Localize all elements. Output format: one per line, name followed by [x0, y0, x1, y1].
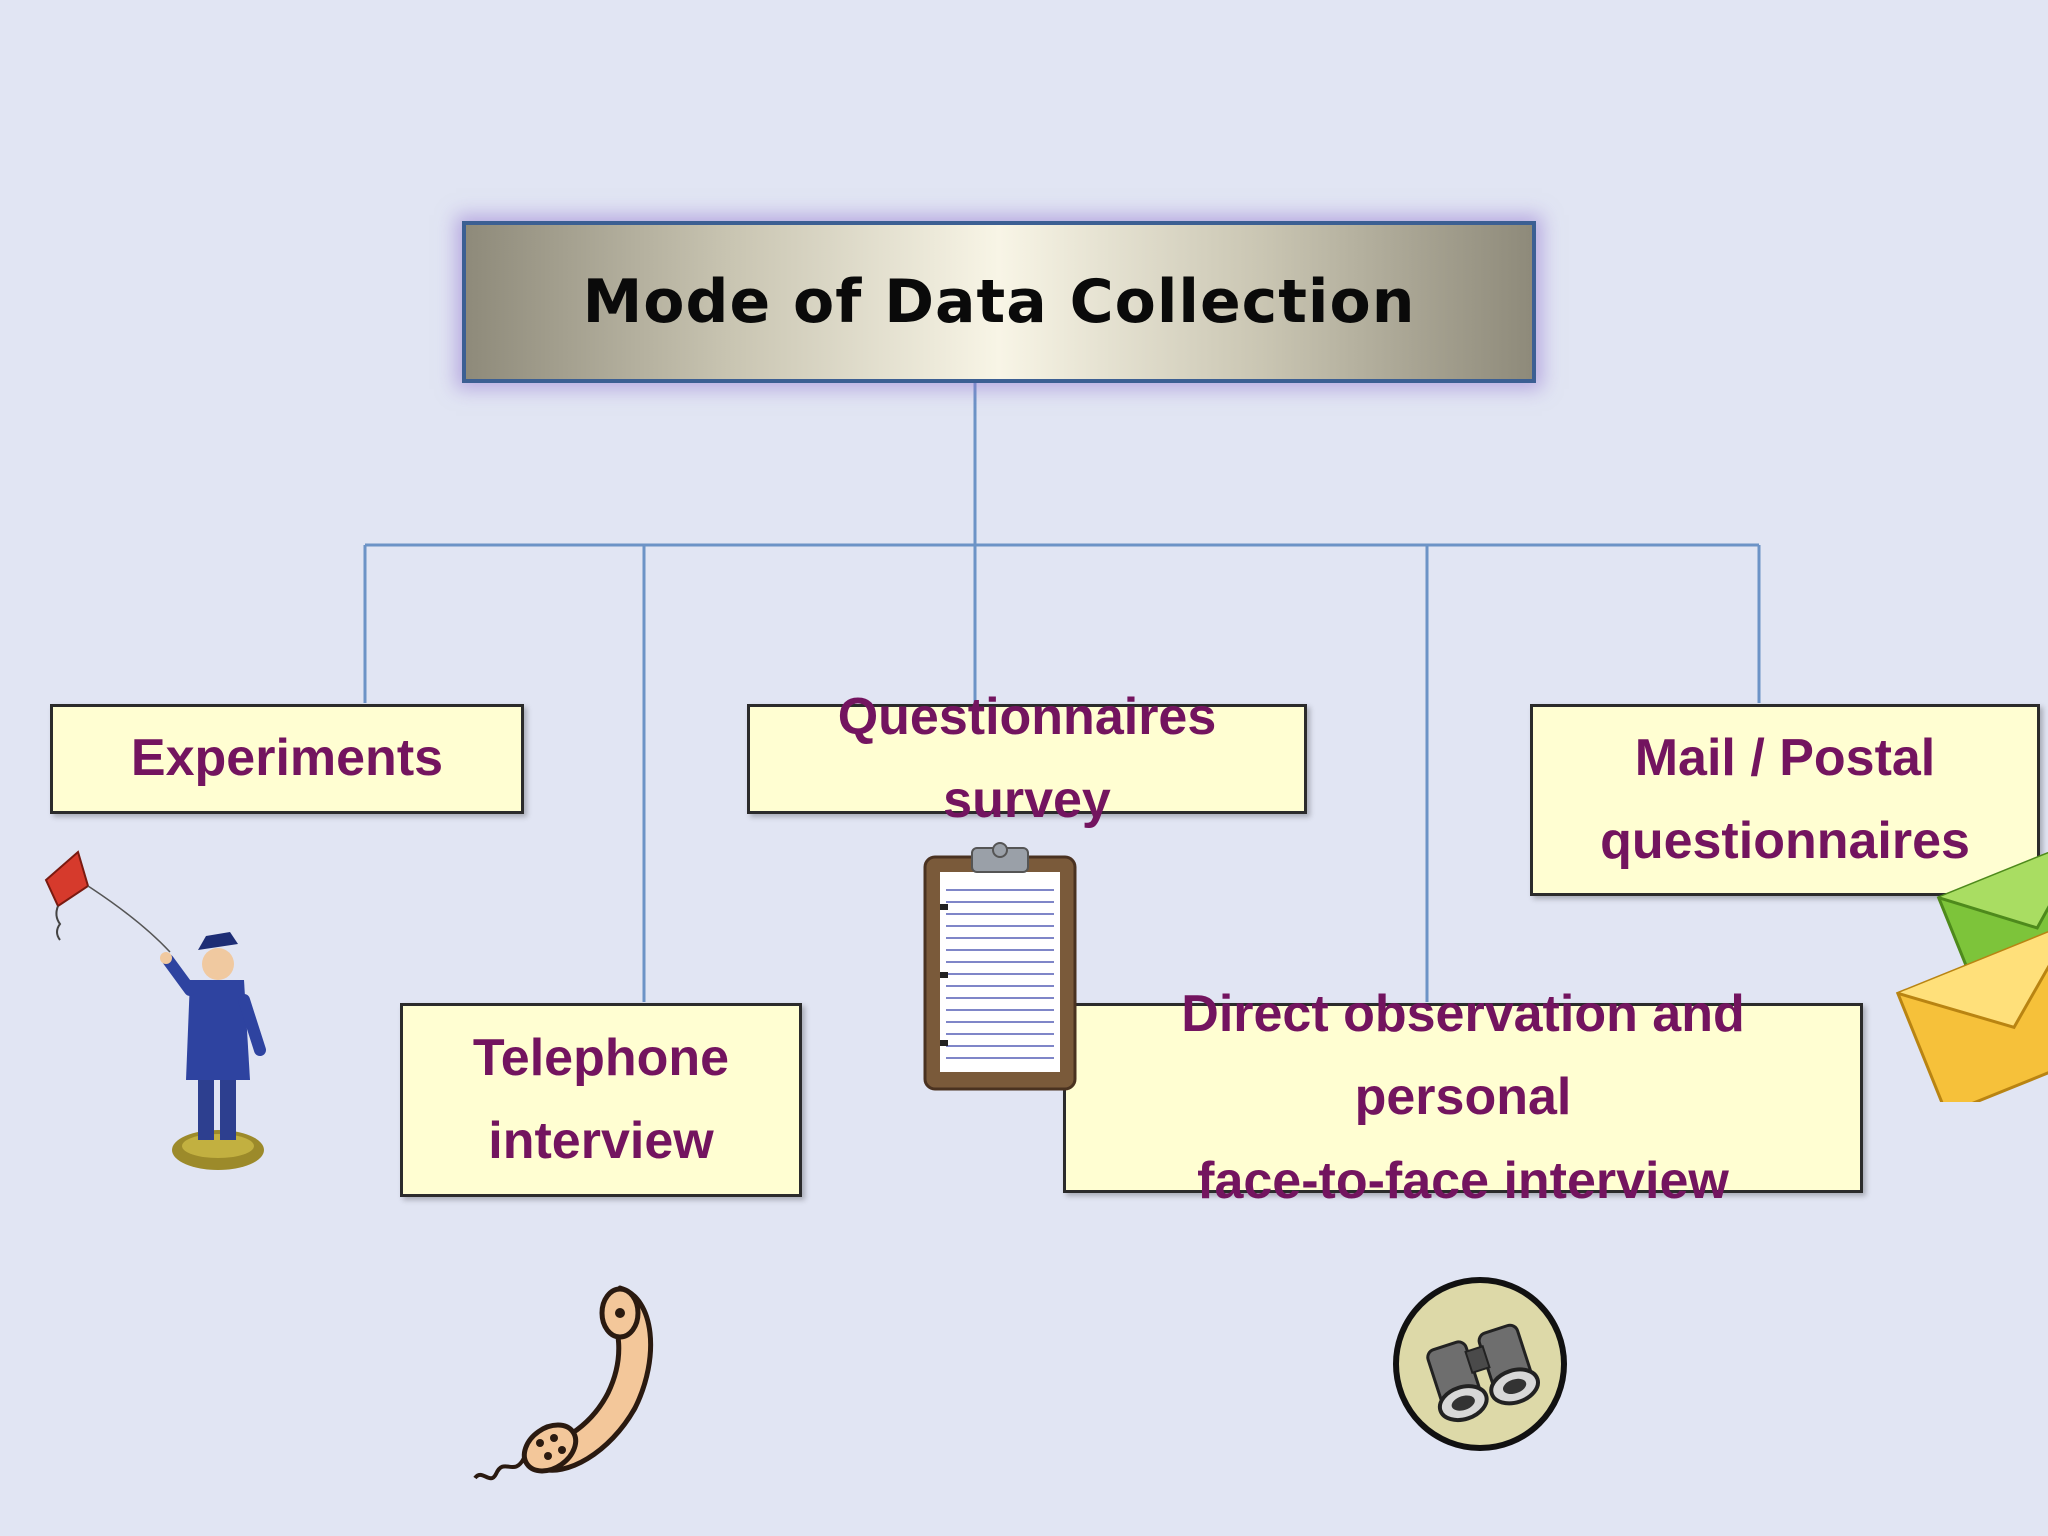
node-mail-line1: Mail / Postal	[1634, 728, 1936, 787]
node-telephone-line1: Telephone	[472, 1028, 730, 1087]
node-experiments: Experiments	[50, 704, 524, 814]
node-direct-line1: Direct observation and personal	[1181, 985, 1745, 1127]
node-mail-postal: Mail / Postal questionnaires	[1530, 704, 2040, 896]
node-mail-line2: questionnaires	[1600, 812, 1970, 870]
binoculars-icon	[1393, 1277, 1567, 1451]
envelope-icon	[1895, 836, 2048, 1102]
node-questionnaires-label: Questionnaires survey	[837, 687, 1217, 829]
node-telephone-interview: Telephone interview	[400, 1003, 802, 1197]
clipboard-icon	[923, 842, 1077, 1091]
telephone-icon	[473, 1285, 654, 1481]
node-experiments-label: Experiments	[130, 729, 444, 788]
node-direct-observation: Direct observation and personal face-to-…	[1063, 985, 1863, 1210]
node-questionnaires-survey: Questionnaires survey	[747, 688, 1307, 829]
node-telephone-line2: interview	[488, 1112, 714, 1170]
node-direct-line2: face-to-face interview	[1197, 1151, 1729, 1210]
title-box: Mode of Data Collection	[462, 221, 1536, 383]
kite-flyer-icon	[44, 850, 266, 1170]
page-title: Mode of Data Collection	[582, 267, 1416, 337]
